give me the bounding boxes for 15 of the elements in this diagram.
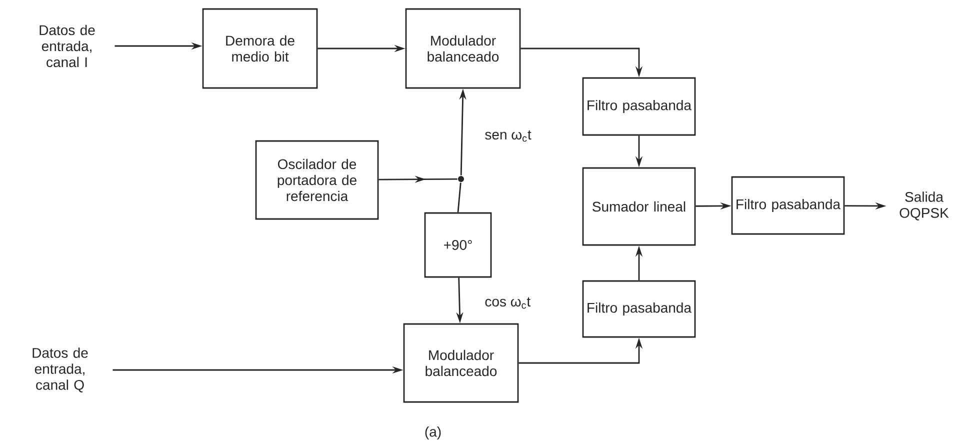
block-box: Modulador balanceado: [403, 323, 519, 403]
signal-label: Datos de entrada, canal Q: [32, 348, 88, 392]
block-box: Demora de medio bit: [202, 8, 318, 89]
block-box: Filtro pasabanda: [731, 176, 845, 235]
block-box: Modulador balanceado: [405, 8, 521, 89]
edge-label: sen ω$_{c}$t: [485, 130, 532, 142]
block-box: Sumador lineal: [582, 167, 696, 246]
block-box: +90°: [424, 212, 492, 278]
signal-label: Datos de entrada, canal I: [40, 24, 95, 68]
block-box: Oscilador de portadora de referencia: [255, 140, 379, 220]
edge-label: cos ω$_{c}$t: [485, 297, 530, 309]
block-box: Filtro pasabanda: [582, 77, 696, 136]
block-box: Filtro pasabanda: [582, 280, 696, 338]
signal-label: Salida OQPSK: [900, 192, 949, 220]
caption: (a): [425, 426, 441, 440]
